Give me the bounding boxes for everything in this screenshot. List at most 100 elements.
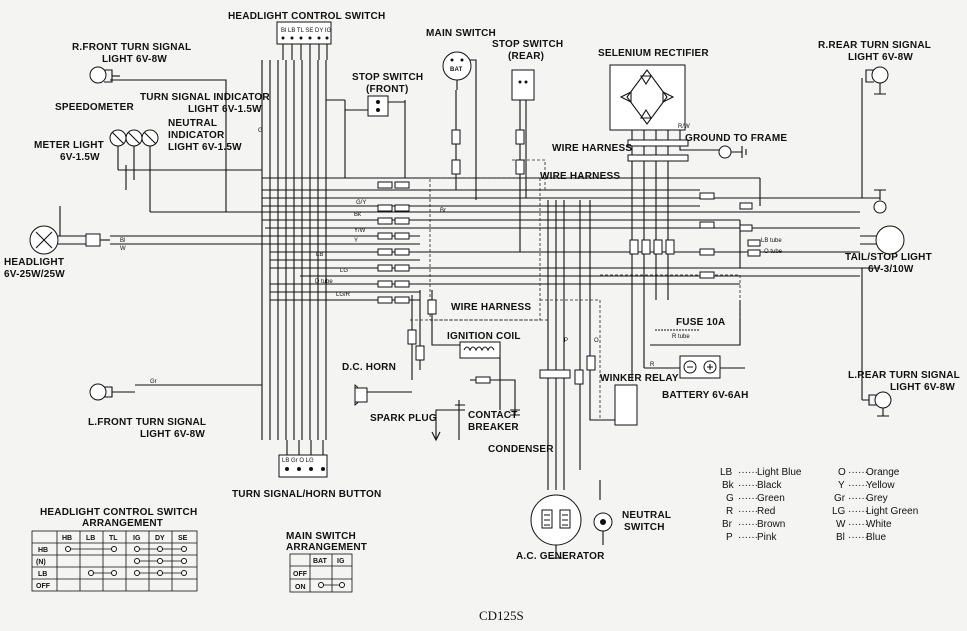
- svg-text:(REAR): (REAR): [508, 51, 544, 62]
- speedometer-label: SPEEDOMETER: [55, 102, 134, 113]
- model-title: CD125S: [479, 608, 524, 623]
- svg-text:LIGHT 6V-1.5W: LIGHT 6V-1.5W: [168, 142, 242, 153]
- svg-text:······: ······: [738, 532, 758, 543]
- svg-text:HEADLIGHT CONTROL SWITCH: HEADLIGHT CONTROL SWITCH: [40, 507, 197, 518]
- svg-text:······: ······: [848, 506, 868, 517]
- svg-text:6V-25W/25W: 6V-25W/25W: [4, 269, 65, 280]
- svg-text:Brown: Brown: [757, 519, 785, 530]
- stop-switch-front-label: STOP SWITCH: [352, 72, 423, 83]
- wire-harness-label-3: WIRE HARNESS: [451, 302, 531, 313]
- winker-relay: [614, 384, 638, 426]
- battery-label: BATTERY 6V-6AH: [662, 390, 749, 401]
- svg-text:6V-1.5W: 6V-1.5W: [60, 152, 100, 163]
- ground-to-frame-label: GROUND TO FRAME: [685, 133, 787, 144]
- selenium-rectifier: [609, 64, 686, 131]
- legend-lg: LG: [832, 506, 846, 517]
- svg-text:LB: LB: [86, 535, 95, 542]
- svg-text:HB: HB: [38, 547, 48, 554]
- headlight-control-switch-label: HEADLIGHT CONTROL SWITCH: [228, 11, 385, 22]
- svg-text:ARRANGEMENT: ARRANGEMENT: [286, 542, 367, 553]
- svg-text:Pink: Pink: [757, 532, 777, 543]
- tail-stop-light: [860, 189, 905, 255]
- svg-text:LG/R: LG/R: [336, 292, 351, 298]
- svg-text:Gr: Gr: [150, 379, 157, 385]
- svg-text:······: ······: [848, 480, 868, 491]
- r-rear-turn-signal-light: [865, 66, 889, 95]
- svg-text:······: ······: [738, 480, 758, 491]
- svg-text:ARRANGEMENT: ARRANGEMENT: [82, 518, 163, 529]
- neutral-indicator-label: NEUTRAL: [168, 118, 217, 129]
- svg-text:······: ······: [738, 519, 758, 530]
- svg-text:SWITCH: SWITCH: [624, 522, 665, 533]
- svg-text:Light Blue: Light Blue: [757, 467, 802, 478]
- connectors: [85, 129, 761, 385]
- d-tube-label: D tube: [315, 279, 333, 285]
- svg-text:G: G: [258, 128, 263, 134]
- svg-text:DY: DY: [155, 535, 165, 542]
- svg-text:INDICATOR: INDICATOR: [168, 130, 225, 141]
- colour-legend: LB······Light Blue Bk······Black G······…: [720, 467, 918, 543]
- headlight-switch-arrangement-table: HEADLIGHT CONTROL SWITCH ARRANGEMENT HB …: [31, 507, 198, 592]
- fuse-label: FUSE 10A: [676, 317, 725, 328]
- stop-switch-rear-label: STOP SWITCH: [492, 39, 563, 50]
- wire-harness-label-1: WIRE HARNESS: [552, 143, 632, 154]
- wire-tags: LB tube O tube D tube R tube LB LG LG/R …: [120, 124, 783, 385]
- dc-horn: [354, 384, 412, 406]
- headlight-control-switch: Bl LB TL SE DY IG: [276, 21, 332, 60]
- selenium-rectifier-label: SELENIUM RECTIFIER: [598, 48, 709, 59]
- legend-lb: LB: [720, 467, 733, 478]
- svg-text:······: ······: [738, 467, 758, 478]
- condenser-label: CONDENSER: [488, 444, 554, 455]
- speedometer-cluster: [109, 129, 159, 180]
- r-tube-label: R tube: [672, 334, 690, 340]
- svg-text:Bk: Bk: [354, 212, 362, 218]
- tail-stop-light-label: TAIL/STOP LIGHT: [845, 252, 932, 263]
- svg-text:P: P: [564, 338, 568, 344]
- o-tube-label: O tube: [764, 249, 783, 255]
- svg-text:LIGHT 6V-8W: LIGHT 6V-8W: [848, 52, 913, 63]
- battery: [679, 355, 721, 379]
- neutral-switch-label: NEUTRAL: [622, 510, 671, 521]
- svg-text:Br: Br: [440, 208, 446, 214]
- turn-signal-horn-button-label: TURN SIGNAL/HORN BUTTON: [232, 489, 381, 500]
- legend-w: W: [836, 519, 846, 530]
- spark-plug-label: SPARK PLUG: [370, 413, 437, 424]
- svg-text:LIGHT 6V-8W: LIGHT 6V-8W: [890, 382, 955, 393]
- svg-text:Orange: Orange: [866, 467, 900, 478]
- svg-text:LG: LG: [340, 268, 348, 274]
- legend-o: O: [838, 467, 846, 478]
- svg-text:Bl: Bl: [120, 238, 125, 244]
- turn-signal-horn-button: LB Gr O LG: [278, 440, 328, 478]
- svg-text:(N): (N): [36, 559, 46, 566]
- ignition-coil-label: IGNITION COIL: [447, 331, 521, 342]
- ground-to-frame: [718, 145, 747, 159]
- svg-text:MAIN SWITCH: MAIN SWITCH: [286, 531, 356, 542]
- svg-text:W: W: [120, 246, 126, 252]
- l-rear-turn-signal-label: L.REAR TURN SIGNAL: [848, 370, 960, 381]
- spark-plug: [431, 409, 459, 442]
- legend-bk: Bk: [722, 480, 735, 491]
- stop-switch-rear: [511, 69, 535, 101]
- main-switch-arrangement-table: MAIN SWITCH ARRANGEMENT BAT IG OFF ON: [286, 531, 367, 593]
- ac-generator: [530, 494, 582, 559]
- svg-text:(FRONT): (FRONT): [366, 84, 409, 95]
- svg-text:SE: SE: [178, 535, 188, 542]
- bat-label: BAT: [450, 67, 463, 73]
- legend-g: G: [726, 493, 734, 504]
- svg-text:R/W: R/W: [678, 124, 690, 130]
- svg-text:LIGHT 6V-1.5W: LIGHT 6V-1.5W: [188, 104, 262, 115]
- svg-text:Blue: Blue: [866, 532, 886, 543]
- svg-text:LB: LB: [316, 252, 323, 258]
- l-front-turn-signal-label: L.FRONT TURN SIGNAL: [88, 417, 206, 428]
- svg-text:HB: HB: [62, 535, 72, 542]
- svg-text:OFF: OFF: [36, 583, 51, 590]
- svg-text:Light Green: Light Green: [866, 506, 918, 517]
- svg-text:Y: Y: [354, 238, 358, 244]
- stop-switch-front: [345, 95, 405, 117]
- r-front-turn-signal-light: [89, 66, 120, 84]
- l-rear-turn-signal-light: [862, 391, 892, 417]
- svg-text:······: ······: [848, 467, 868, 478]
- svg-text:······: ······: [848, 532, 868, 543]
- lb-tube-label: LB tube: [761, 238, 782, 244]
